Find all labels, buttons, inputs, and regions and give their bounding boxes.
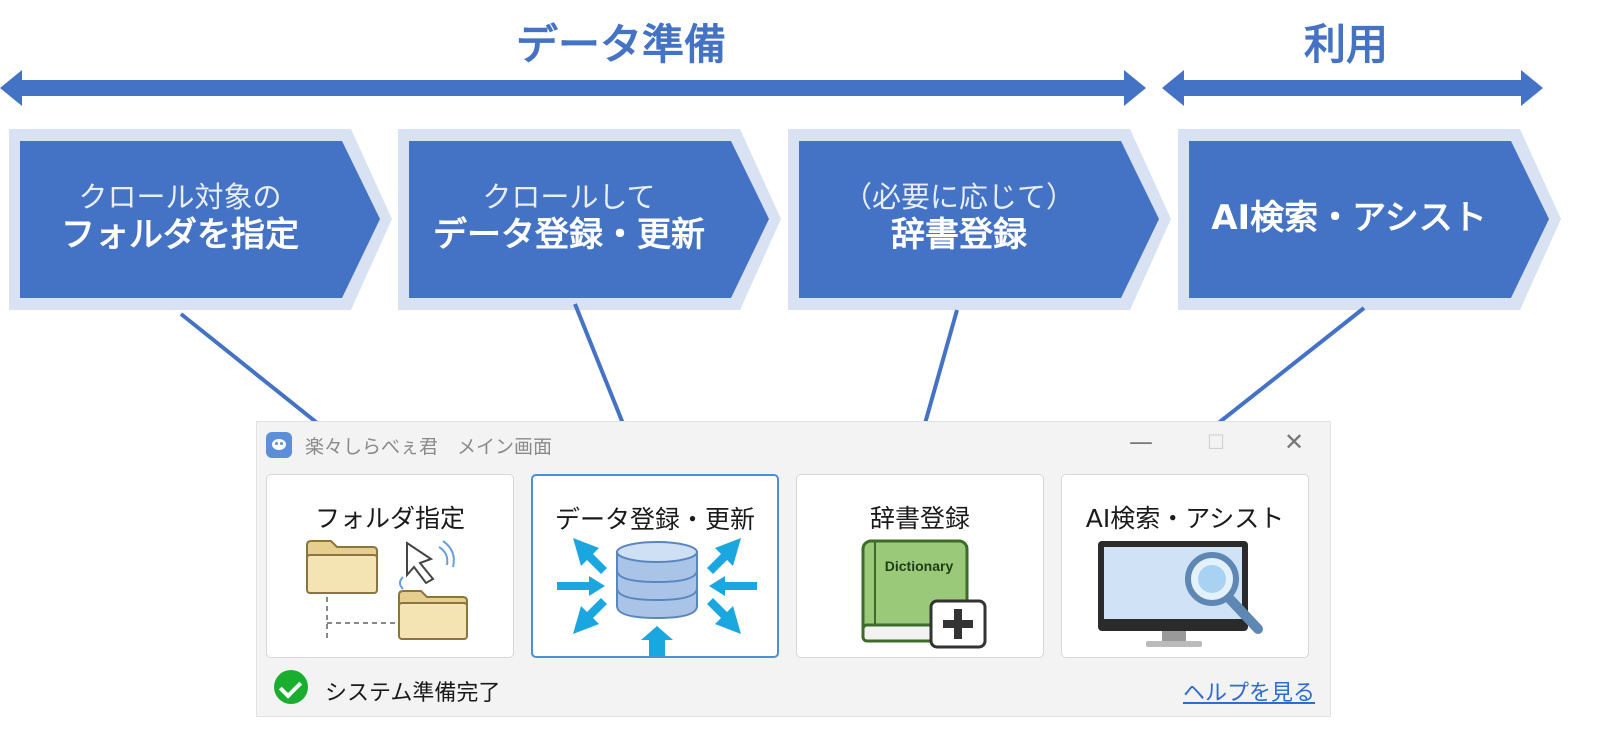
step-sub-1: クロール対象の xyxy=(78,180,282,214)
step-chevron-1 xyxy=(9,129,392,310)
dictionary-register-label: 辞書登録 xyxy=(869,504,970,533)
use-span-arrow xyxy=(1162,70,1543,106)
ai-search-button[interactable]: AI検索・アシスト xyxy=(1061,474,1309,658)
folder-select-button[interactable]: フォルダ指定 xyxy=(266,474,514,658)
minimize-button[interactable]: — xyxy=(1129,428,1153,456)
step-sub-3: （必要に応じて） xyxy=(842,180,1075,214)
dictionary-register-button[interactable]: 辞書登録 Dictionary xyxy=(796,474,1044,658)
step-chevron-2 xyxy=(398,129,781,310)
data-register-button[interactable]: データ登録・更新 xyxy=(531,474,779,658)
app-icon xyxy=(266,432,292,458)
close-button[interactable]: ✕ xyxy=(1284,428,1305,456)
window-title: 楽々しらべぇ君 メイン画面 xyxy=(305,436,553,458)
step-chevron-3 xyxy=(788,129,1171,310)
phase-label-data-prep: データ準備 xyxy=(516,20,727,69)
check-circle-icon xyxy=(274,670,308,704)
dictionary-book-text: Dictionary xyxy=(885,558,954,574)
folder-select-icon xyxy=(306,540,468,641)
data-prep-span-arrow xyxy=(0,70,1146,106)
dictionary-add-icon: Dictionary xyxy=(861,539,987,649)
step-main-2: データ登録・更新 xyxy=(433,214,705,255)
step-text-3: （必要に応じて） 辞書登録 xyxy=(799,180,1119,256)
step-text-4: AI検索・アシスト xyxy=(1189,198,1509,239)
app-window: 楽々しらべぇ君 メイン画面 — ☐ ✕ フォルダ指定 データ登録・更新 xyxy=(256,421,1331,717)
help-link[interactable]: ヘルプを見る xyxy=(1183,681,1316,706)
ai-search-label: AI検索・アシスト xyxy=(1085,504,1285,533)
step-main-4: AI検索・アシスト xyxy=(1211,198,1487,238)
phase-label-use: 利用 xyxy=(1304,20,1389,69)
step-chevron-4 xyxy=(1178,129,1561,310)
title-bar[interactable]: 楽々しらべぇ君 メイン画面 — ☐ ✕ xyxy=(257,422,1330,466)
data-register-label: データ登録・更新 xyxy=(554,505,755,534)
database-crawl-icon xyxy=(557,538,757,656)
step-sub-2: クロールして xyxy=(482,180,656,214)
maximize-button[interactable]: ☐ xyxy=(1207,430,1225,454)
step-main-3: 辞書登録 xyxy=(891,214,1027,255)
monitor-search-icon xyxy=(1098,541,1263,647)
step-text-1: クロール対象の フォルダを指定 xyxy=(20,180,340,256)
folder-select-label: フォルダ指定 xyxy=(314,504,465,533)
step-main-1: フォルダを指定 xyxy=(61,214,299,255)
status-text: システム準備完了 xyxy=(325,681,501,706)
step-text-2: クロールして データ登録・更新 xyxy=(409,180,729,256)
